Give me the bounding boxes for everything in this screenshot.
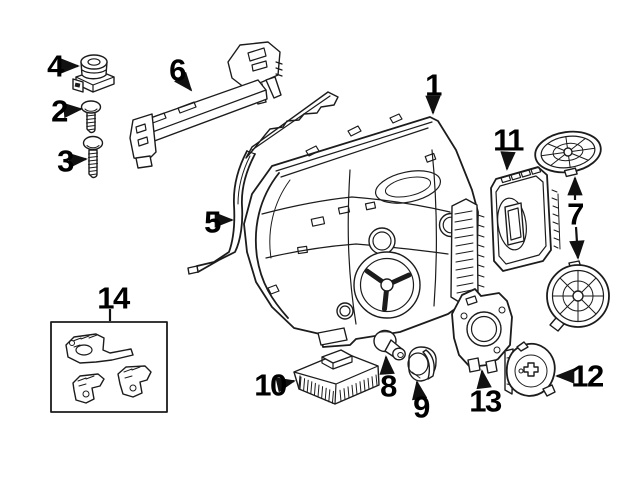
callout-label-3: 3: [57, 143, 74, 179]
callout-label-5: 5: [204, 204, 221, 240]
callout-10-arrow: [275, 377, 296, 393]
part-7-cap-bottom: [546, 260, 610, 332]
part-14-repair-kit-box: [50, 321, 168, 413]
callout-8-arrow: [379, 355, 395, 375]
callout-2-arrow: [63, 102, 83, 119]
part-11-control-module: [490, 166, 561, 272]
callout-label-6: 6: [169, 52, 186, 88]
part-8-bulb: [373, 329, 406, 361]
callout-13-arrow: [476, 369, 492, 390]
part-7-cap-top: [534, 130, 602, 178]
part-3-screw: [82, 135, 104, 179]
part-12-actuator: [504, 341, 556, 397]
callout-label-1: 1: [425, 67, 442, 103]
upper-trim-rail: [245, 91, 339, 159]
callout-11-arrow: [500, 151, 516, 171]
part-2-screw: [80, 100, 102, 134]
callout-label-12: 12: [571, 358, 604, 394]
callout-label-10: 10: [254, 367, 287, 403]
part-13-mounting-bracket: [451, 288, 513, 374]
callout-label-11: 11: [493, 122, 524, 158]
part-10-led-module: [293, 349, 380, 405]
part-4-grommet-nut: [72, 54, 115, 93]
callout-label-14: 14: [97, 280, 130, 316]
callout-3-arrow: [68, 152, 88, 169]
callout-label-4: 4: [47, 48, 64, 84]
callout-label-2: 2: [51, 93, 68, 129]
callout-label-8: 8: [380, 368, 397, 404]
part-1-headlamp-assembly: [243, 113, 485, 348]
callout-arrows: [60, 58, 585, 401]
part-6-support-bracket: [129, 41, 283, 169]
callout-9-arrow: [412, 380, 428, 401]
callout-label-9: 9: [413, 389, 430, 425]
callout-label-13: 13: [469, 383, 502, 419]
callout-label-7: 7: [567, 196, 584, 232]
callout-7-arrow-down: [569, 226, 585, 260]
part-9-socket-cap: [407, 346, 437, 382]
callout-6-arrow: [174, 71, 193, 92]
part-5-trim-strip: [187, 150, 256, 275]
